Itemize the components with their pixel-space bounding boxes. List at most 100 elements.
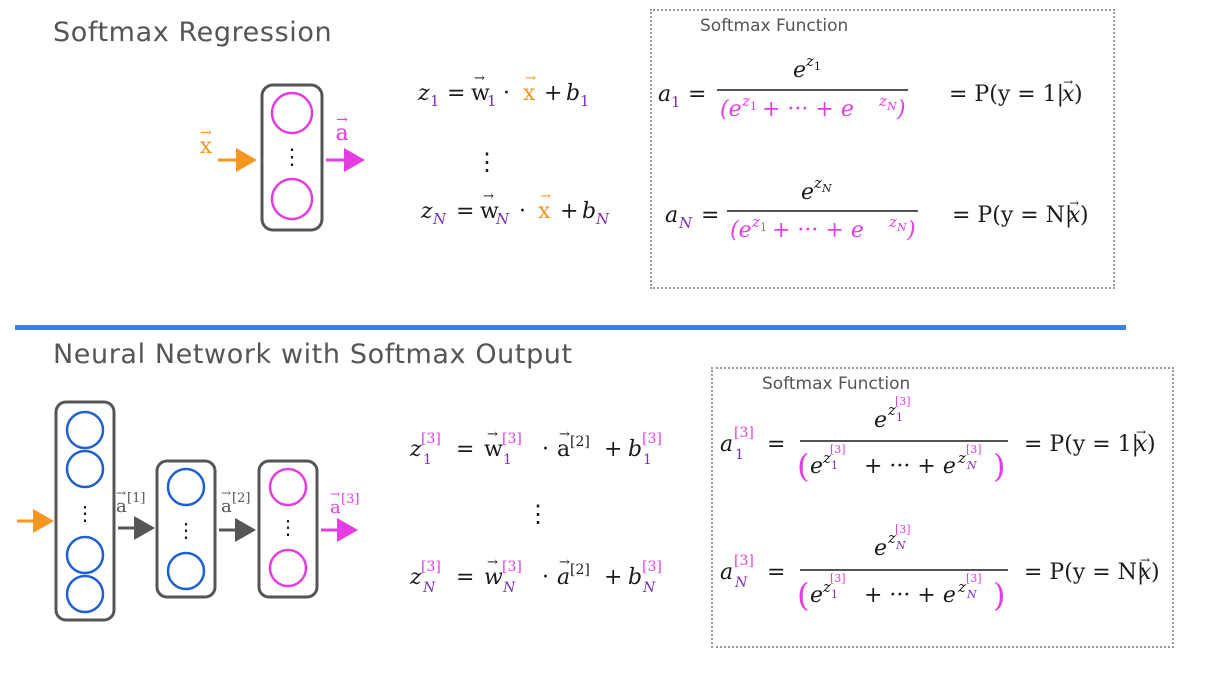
numerator-z: z <box>887 529 896 547</box>
den-zN: z <box>888 213 897 231</box>
den-z1: z <box>822 449 831 467</box>
w-subscript: 1 <box>503 452 512 468</box>
vec-arrow: → <box>1136 425 1146 439</box>
denominator-open: ( <box>797 576 809 614</box>
a-subscript: N <box>678 214 693 232</box>
denominator-close: ) <box>906 218 916 243</box>
equation-zN: z N = w → N · x → + b N <box>420 189 610 228</box>
a1-label: a <box>116 496 127 517</box>
w-subscript: N <box>502 580 516 596</box>
softmax-a1-layer3: a [3] 1 = e z [3] 1 ( e z [3] 1 + ··· + … <box>720 395 1156 485</box>
softmax-unit <box>270 91 314 135</box>
z-subscript: N <box>422 580 436 596</box>
a3-label: a <box>330 497 341 518</box>
vec-arrow: → <box>540 189 551 204</box>
vec-arrow: → <box>1063 75 1073 89</box>
a-superscript: [2] <box>570 562 590 578</box>
a-symbol: a <box>557 565 570 590</box>
numerator-e: e <box>801 180 814 205</box>
w-symbol: w <box>471 81 490 106</box>
probability-text: = P(y = N| <box>952 203 1072 228</box>
a-subscript: N <box>734 575 748 591</box>
den-mid: + ··· + e <box>864 583 956 608</box>
numerator-e: e <box>874 408 887 433</box>
prob-x: x <box>1068 203 1081 228</box>
dot-operator: · <box>542 437 549 462</box>
denominator-open: (e <box>720 97 742 122</box>
numerator-z-sub: 1 <box>896 411 903 424</box>
softmax-unit <box>268 467 308 507</box>
vec-arrow: → <box>487 427 498 442</box>
den-zN-sub: N <box>966 459 977 472</box>
a-subscript: 1 <box>671 93 681 111</box>
softmax-aN: a N = e z N (e z 1 + ··· + e z N ) = P(y… <box>665 174 1089 243</box>
equals-sign: = <box>447 81 465 106</box>
softmax-function-box-2 <box>711 367 1174 648</box>
w-subscript: 1 <box>487 92 497 110</box>
section-title-nn-softmax: Neural Network with Softmax Output <box>53 339 573 370</box>
numerator-z: z <box>813 174 822 192</box>
a-symbol: a <box>557 437 570 462</box>
equals-sign: = <box>456 199 474 224</box>
z-subscript: 1 <box>430 92 440 110</box>
layer-superscript: [3] <box>895 523 911 536</box>
vertical-ellipsis: ⋮ <box>475 148 499 176</box>
b-subscript: 1 <box>580 92 590 110</box>
w-subscript: N <box>495 210 510 228</box>
den-zN: z <box>957 578 966 596</box>
layer-superscript: [3] <box>421 431 441 447</box>
dot-operator: · <box>519 199 526 224</box>
layer1-box <box>54 400 116 622</box>
den-z1-sub: 1 <box>760 221 767 234</box>
layer1-unit <box>65 574 105 614</box>
w-symbol: w <box>484 565 503 590</box>
box-label-2: Softmax Function <box>762 374 911 394</box>
output-layer-box <box>260 83 324 232</box>
w-symbol: w <box>480 199 499 224</box>
den-z1: z <box>741 92 750 110</box>
den-z1-sub: 1 <box>831 588 838 601</box>
b-subscript: N <box>642 580 656 596</box>
section-divider <box>15 325 1126 330</box>
x-symbol: x <box>538 199 551 224</box>
softmax-regression-diagram: ⋮ x → a → <box>200 83 365 232</box>
numerator-z: z <box>887 401 896 419</box>
layer1-unit <box>65 449 105 489</box>
equals-sign: = <box>767 560 785 585</box>
vec-arrow: → <box>525 71 536 86</box>
prob-close: ) <box>1074 82 1083 107</box>
z-subscript: 1 <box>423 452 432 468</box>
probability-text: = P(y = 1| <box>1024 432 1139 457</box>
den-e: e <box>810 454 823 479</box>
b-subscript: N <box>595 210 610 228</box>
dot-operator: · <box>542 565 549 590</box>
prob-close: ) <box>1151 560 1160 585</box>
layer-superscript: [3] <box>734 425 754 441</box>
numerator-z: z <box>805 52 814 70</box>
layer-superscript: [3] <box>830 443 846 456</box>
den-e: e <box>810 583 823 608</box>
equals-sign: = <box>456 437 474 462</box>
equals-sign: = <box>688 82 706 107</box>
softmax-aN-layer3: a [3] N = e z [3] N ( e z [3] 1 + ··· + … <box>720 523 1160 614</box>
prob-x: x <box>1135 432 1148 457</box>
layer2-unit <box>166 467 206 507</box>
equation-zN-layer3: z [3] N = w → [3] N · a → [2] + b [3] N <box>409 555 662 596</box>
plus-sign: + <box>544 81 562 106</box>
den-mid: + ··· + e <box>762 97 854 122</box>
softmax-unit <box>268 548 308 588</box>
section-title-softmax-regression: Softmax Regression <box>53 17 333 48</box>
input-x-label: x <box>200 134 213 159</box>
a-symbol: a <box>658 82 671 107</box>
denominator-close: ) <box>896 97 906 122</box>
layer1-unit <box>65 535 105 575</box>
vec-arrow: → <box>116 486 126 500</box>
layer-superscript: [3] <box>734 553 754 569</box>
layer-superscript: [3] <box>966 443 982 456</box>
ellipsis-units: ⋮ <box>176 518 196 542</box>
probability-text: = P(y = N| <box>1024 560 1144 585</box>
vec-arrow: → <box>483 189 494 204</box>
z-symbol: z <box>409 565 422 590</box>
vec-arrow: → <box>559 427 570 442</box>
neural-network-diagram: ⋮ a → [1] ⋮ a → [2] ⋮ a → [3] <box>17 400 359 622</box>
